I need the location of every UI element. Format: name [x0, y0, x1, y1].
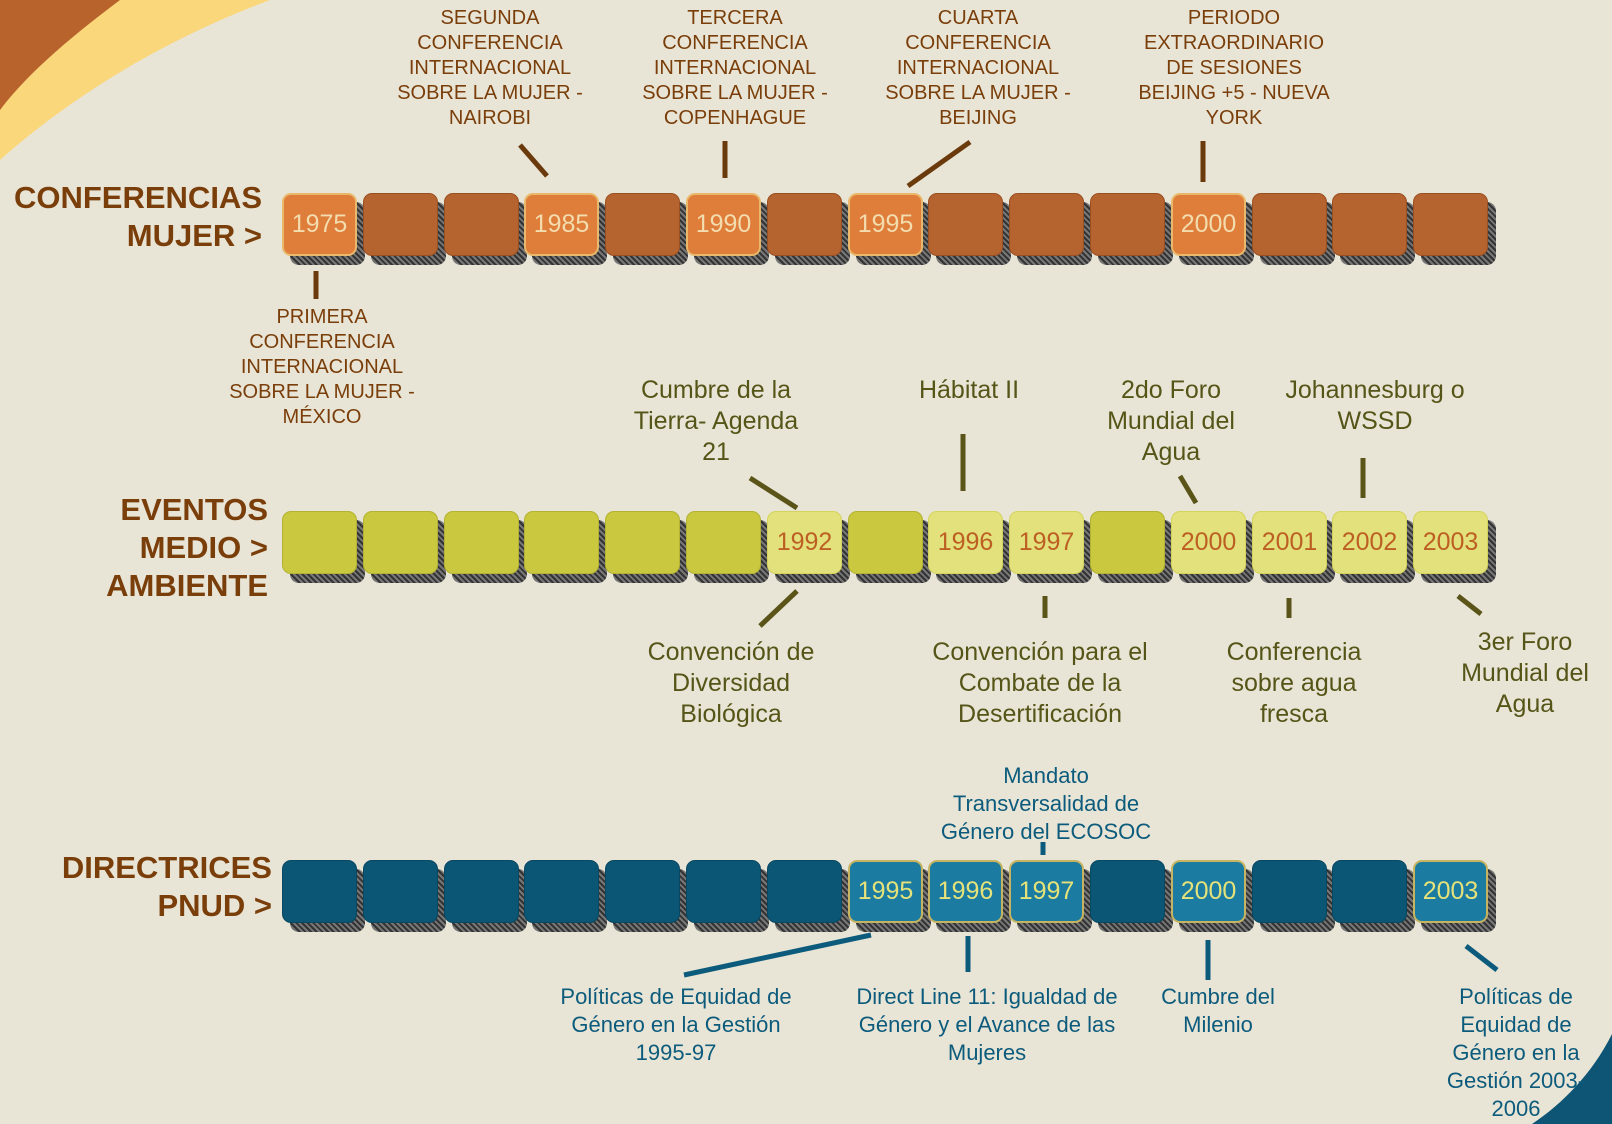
empty-cell — [363, 860, 438, 923]
empty-cell — [1009, 193, 1084, 256]
annotation-cumbre-tierra: Cumbre de la Tierra- Agenda 21 — [633, 376, 799, 466]
empty-cell — [1332, 860, 1407, 923]
annotation-mandato-ecosoc: Mandato Transversalidad de Género del EC… — [940, 763, 1152, 844]
empty-cell — [767, 860, 842, 923]
year-cell-1990: 1990 — [686, 193, 761, 256]
year-cell-2003: 2003 — [1413, 511, 1488, 574]
empty-cell — [848, 511, 923, 574]
empty-cell — [363, 511, 438, 574]
corner-decoration-bottom-right — [1532, 1034, 1612, 1124]
empty-cell — [282, 860, 357, 923]
connector-politicas03 — [1464, 944, 1499, 972]
annotation-habitat: Hábitat II — [918, 376, 1020, 404]
annotation-agua-fresca: Conferencia sobre agua fresca — [1226, 638, 1362, 728]
year-cell-2000: 2000 — [1171, 511, 1246, 574]
empty-cell — [686, 511, 761, 574]
empty-cell — [605, 860, 680, 923]
annotation-desertificacion: Convención para el Combate de la Deserti… — [932, 638, 1148, 728]
annotation-politicas-2003: Políticas de Equidad de Género en la Ges… — [1446, 984, 1586, 1121]
year-cell-1985: 1985 — [524, 193, 599, 256]
empty-cell — [524, 860, 599, 923]
empty-cell — [444, 511, 519, 574]
year-cell-1997: 1997 — [1009, 511, 1084, 574]
year-cell-1996: 1996 — [928, 860, 1003, 923]
year-cell-1975: 1975 — [282, 193, 357, 256]
empty-cell — [282, 511, 357, 574]
empty-cell — [1332, 193, 1407, 256]
empty-cell — [444, 193, 519, 256]
row-label-conferencias-mujer: CONFERENCIAS MUJER > — [13, 180, 262, 253]
year-cell-2002: 2002 — [1332, 511, 1407, 574]
annotation-tercera-conferencia: TERCERA CONFERENCIA INTERNACIONAL SOBRE … — [642, 7, 828, 129]
year-cell-2001: 2001 — [1252, 511, 1327, 574]
year-cell-1992: 1992 — [767, 511, 842, 574]
annotation-foro-agua-3: 3er Foro Mundial del Agua — [1461, 628, 1589, 718]
empty-cell — [686, 860, 761, 923]
corner-decoration-top-left — [0, 0, 270, 160]
empty-cell — [1090, 193, 1165, 256]
connector-cuarta — [906, 139, 972, 189]
connector-politicas95 — [683, 932, 872, 978]
empty-cell — [767, 193, 842, 256]
year-cell-1995: 1995 — [848, 193, 923, 256]
annotation-cumbre-milenio: Cumbre del Milenio — [1161, 984, 1275, 1037]
row-label-eventos-medio-ambiente: EVENTOS MEDIO > AMBIENTE — [106, 492, 268, 603]
year-cell-2003: 2003 — [1413, 860, 1488, 923]
empty-cell — [524, 511, 599, 574]
annotation-primera-conferencia: PRIMERA CONFERENCIA INTERNACIONAL SOBRE … — [229, 306, 415, 428]
connector-cumbre — [748, 475, 799, 511]
annotation-periodo-extraordinario: PERIODO EXTRAORDINARIO DE SESIONES BEIJI… — [1138, 7, 1330, 129]
annotation-direct-line-11: Direct Line 11: Igualdad de Género y el … — [856, 984, 1118, 1065]
connector-foro3 — [1456, 594, 1483, 616]
pnud-connectors — [683, 842, 1499, 980]
medio-connectors — [748, 434, 1483, 628]
year-cell-1997: 1997 — [1009, 860, 1084, 923]
year-cell-2000: 2000 — [1171, 860, 1246, 923]
mujer-connectors — [313, 139, 1206, 299]
year-cell-1995: 1995 — [848, 860, 923, 923]
year-cell-2000: 2000 — [1171, 193, 1246, 256]
empty-cell — [1252, 193, 1327, 256]
annotation-diversidad-biologica: Convención de Diversidad Biológica — [647, 638, 815, 728]
annotation-segunda-conferencia: SEGUNDA CONFERENCIA INTERNACIONAL SOBRE … — [397, 7, 583, 129]
empty-cell — [444, 860, 519, 923]
annotation-cuarta-conferencia: CUARTA CONFERENCIA INTERNACIONAL SOBRE L… — [885, 7, 1071, 129]
year-cell-1996: 1996 — [928, 511, 1003, 574]
row-label-directrices-pnud: DIRECTRICES PNUD > — [61, 850, 272, 923]
connector-foro2 — [1177, 474, 1199, 505]
empty-cell — [605, 511, 680, 574]
empty-cell — [1090, 860, 1165, 923]
empty-cell — [605, 193, 680, 256]
empty-cell — [928, 193, 1003, 256]
annotation-johannesburg: Johannesburg o WSSD — [1285, 376, 1465, 435]
empty-cell — [1413, 193, 1488, 256]
annotation-politicas-1995: Políticas de Equidad de Género en la Ges… — [560, 984, 792, 1065]
empty-cell — [1090, 511, 1165, 574]
connector-segunda — [518, 143, 549, 178]
empty-cell — [363, 193, 438, 256]
annotation-foro-agua-2: 2do Foro Mundial del Agua — [1107, 376, 1235, 466]
empty-cell — [1252, 860, 1327, 923]
connector-diversidad — [758, 589, 799, 628]
